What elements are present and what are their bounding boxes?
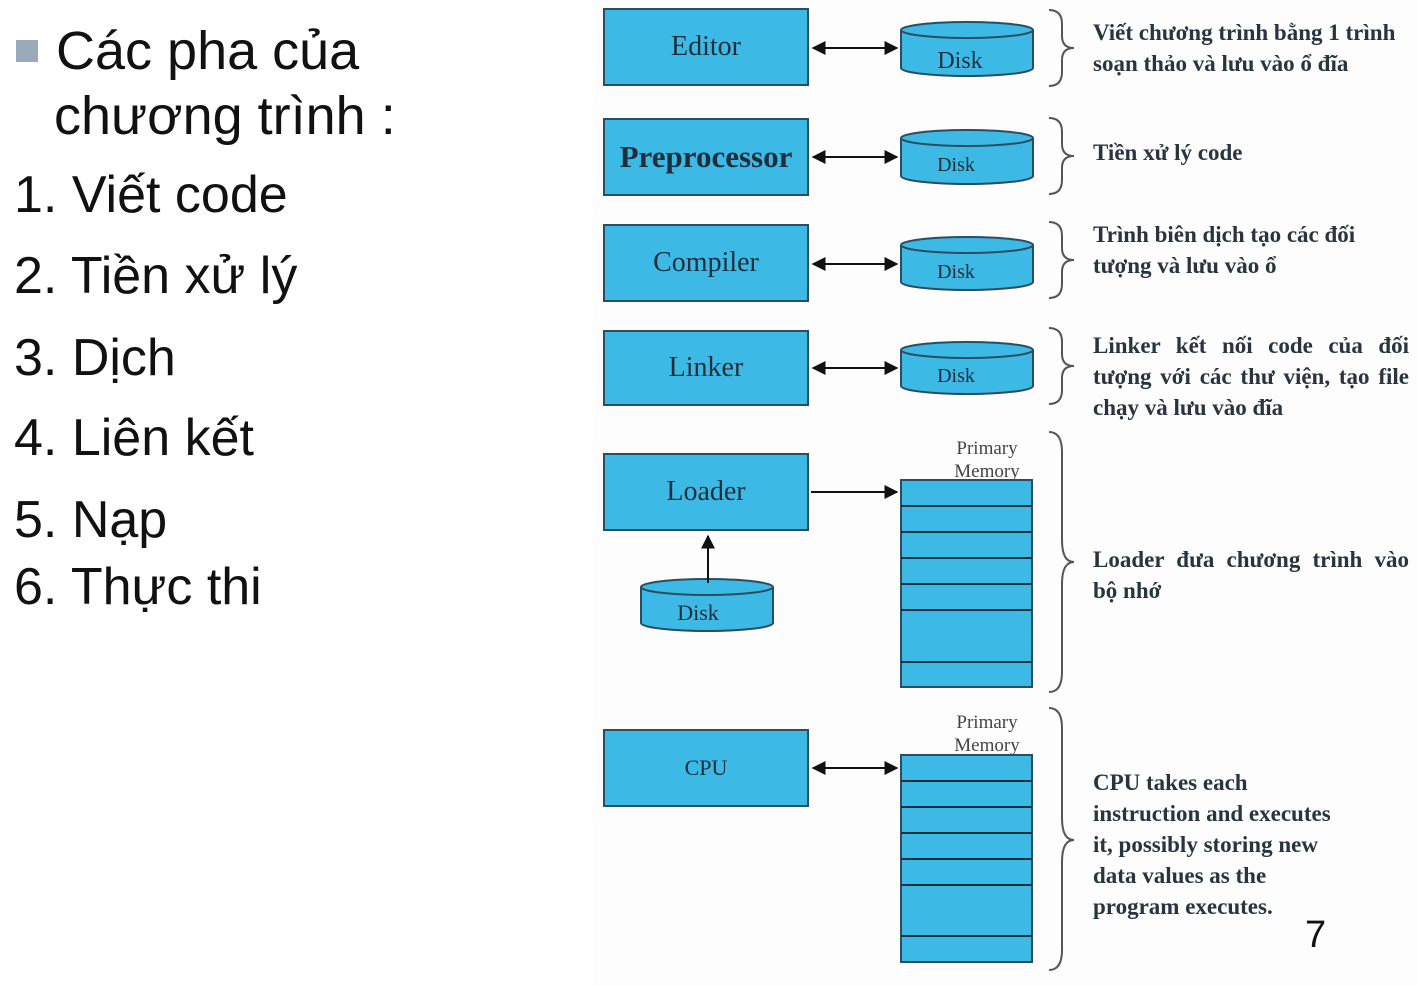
slide-title-line1: Các pha của [56, 21, 360, 81]
preprocessor-brace [1048, 117, 1075, 195]
page-number: 7 [1305, 914, 1327, 956]
cpu-brace [1048, 707, 1075, 971]
loader-primary-memory [900, 479, 1033, 688]
linker-box: Linker [603, 330, 809, 406]
memory-label-1-line1: Primary [956, 438, 1018, 459]
step-2: 2. Tiền xử lý [14, 247, 298, 305]
memory-label-1-line2: Memory [954, 461, 1020, 482]
note-loader: Loader đưa chương trình vào bộ nhớ [1093, 547, 1409, 603]
memory-label-2-line1: Primary [956, 712, 1018, 733]
loader-box: Loader [603, 453, 809, 531]
disk-label: Disk [677, 600, 719, 625]
memory-label-2-line2: Memory [954, 735, 1020, 756]
editor-brace [1048, 9, 1075, 87]
linker-brace [1048, 327, 1075, 405]
disk-label: Disk [937, 261, 975, 283]
cpu-primary-memory [900, 754, 1033, 963]
step-3: 3. Dịch [14, 329, 176, 387]
square-bullet-icon [16, 40, 38, 62]
step-1: 1. Viết code [14, 166, 288, 224]
note-preprocessor: Tiền xử lý code [1093, 140, 1243, 165]
step-4: 4. Liên kết [14, 409, 254, 467]
cpu-box: CPU [603, 729, 809, 807]
loader-disk-icon: Disk [640, 578, 774, 632]
slide-title-line2: chương trình : [54, 86, 396, 146]
note-linker: Linker kết nối code của đối tượng với cá… [1093, 333, 1409, 420]
disk-label: Disk [937, 365, 975, 387]
step-5: 5. Nạp [14, 491, 168, 549]
loader-brace [1048, 431, 1075, 693]
editor-box: Editor [603, 8, 809, 86]
note-editor: Viết chương trình bằng 1 trình soạn thảo… [1093, 20, 1396, 76]
note-cpu: CPU takes each instruction and executes … [1093, 770, 1331, 919]
disk-label: Disk [937, 48, 982, 74]
linker-disk-icon: Disk [900, 341, 1034, 395]
note-compiler: Trình biên dịch tạo các đối tượng và lưu… [1093, 222, 1356, 278]
preprocessor-box: Preprocessor [603, 118, 809, 196]
compiler-disk-icon: Disk [900, 236, 1034, 291]
compiler-brace [1048, 221, 1075, 299]
compiler-box: Compiler [603, 224, 809, 302]
disk-label: Disk [937, 154, 975, 176]
preprocessor-disk-icon: Disk [900, 129, 1034, 185]
step-6: 6. Thực thi [14, 558, 262, 616]
editor-disk-icon: Disk [900, 21, 1034, 77]
